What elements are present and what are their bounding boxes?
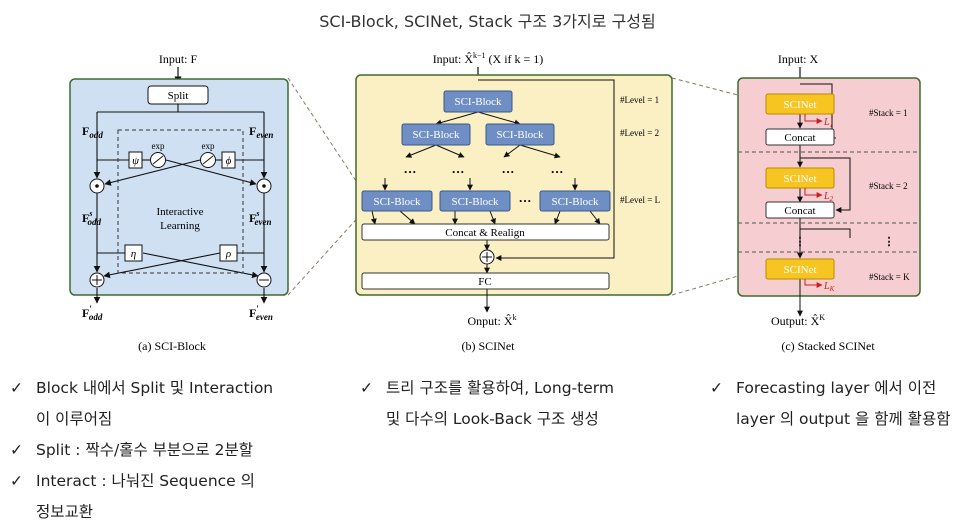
svg-text:Concat: Concat xyxy=(784,205,815,217)
ellipsis-3: ··· xyxy=(501,164,514,179)
svg-text:Concat: Concat xyxy=(784,132,815,144)
sci-block-levelL-3 xyxy=(539,190,611,212)
f-odd-out-label: F′odd xyxy=(82,304,103,322)
svg-text:Concat & Realign: Concat & Realign xyxy=(445,227,525,239)
sci-block-levelL-1 xyxy=(361,190,433,212)
stack-K-label: #Stack = K xyxy=(869,272,910,282)
phi-label: ϕ xyxy=(226,155,232,167)
eta-label: η xyxy=(131,248,136,260)
panel-scinet: Input: X̂k−1 (X if k = 1) SCI-Block xyxy=(355,51,673,353)
svg-text:SCINet: SCINet xyxy=(784,99,817,111)
check-icon: ✓ xyxy=(710,379,723,397)
eta-box xyxy=(124,244,143,262)
panel-stacked-scinet: Input: X ⋮ ⋮ SCINet Concat SCINet Concat xyxy=(737,52,921,353)
svg-text:FC: FC xyxy=(478,276,491,288)
ellipsis-1: ··· xyxy=(403,164,416,179)
svg-text:SCINet: SCINet xyxy=(784,173,817,185)
rho-box xyxy=(219,244,238,262)
panel-b-caption: (b) SCINet xyxy=(462,339,516,353)
panel-b-output-label: Onput: X̂k xyxy=(468,313,517,328)
ellipsis-4: ··· xyxy=(550,164,563,179)
sci-block-level2-left xyxy=(401,123,471,146)
note-item: ✓Split : 짝수/홀수 부분으로 2분할 xyxy=(10,435,330,466)
panel-a-background xyxy=(69,78,289,296)
level-1-label: #Level = 1 xyxy=(620,95,659,105)
loss-K: LK xyxy=(823,281,835,293)
interactive-region xyxy=(117,129,244,274)
rho-label: ρ xyxy=(225,248,231,260)
fc-box xyxy=(361,272,610,290)
check-icon: ✓ xyxy=(10,441,23,459)
check-icon: ✓ xyxy=(360,379,373,397)
panel-sci-block: Input: F Split ψ ϕ xyxy=(69,52,289,353)
svg-text:SCINet: SCINet xyxy=(784,264,817,276)
f-even-label: Feven xyxy=(249,124,273,140)
scinet-box-1 xyxy=(765,93,835,115)
zoom-connectors xyxy=(287,77,739,296)
level-2-label: #Level = 2 xyxy=(620,128,659,138)
notes-column-2: ✓트리 구조를 활용하여, Long-term 및 다수의 Look-Back … xyxy=(360,373,680,435)
sci-block-levelL-2 xyxy=(439,190,511,212)
panel-b-input-label: Input: X̂k−1 (X if k = 1) xyxy=(433,51,544,66)
ellipsis-2: ··· xyxy=(451,164,464,179)
phi-box xyxy=(221,151,236,169)
check-icon: ✓ xyxy=(10,472,23,490)
loss-2: L2 xyxy=(823,191,834,203)
ellipsis-levelL: ··· xyxy=(518,193,531,208)
svg-text:SCI-Block: SCI-Block xyxy=(451,196,499,208)
concat-box-1 xyxy=(765,128,835,146)
notes-column-3: ✓Forecasting layer 에서 이전 layer 의 output … xyxy=(710,373,972,435)
page-title: SCI-Block, SCINet, Stack 구조 3가지로 구성됨 xyxy=(319,12,656,31)
exp-label-left: exp xyxy=(152,141,165,151)
note-item: ✓Block 내에서 Split 및 Interaction xyxy=(10,373,330,404)
psi-box xyxy=(128,151,143,169)
panel-c-caption: (c) Stacked SCINet xyxy=(781,339,875,353)
learning-label: Learning xyxy=(160,220,200,232)
notes-column-1: ✓Block 내에서 Split 및 Interaction 이 이루어짐 ✓S… xyxy=(10,373,330,528)
svg-text:SCI-Block: SCI-Block xyxy=(373,196,421,208)
level-L-label: #Level = L xyxy=(620,195,660,205)
svg-text:SCI-Block: SCI-Block xyxy=(551,196,599,208)
vertical-ellipsis-right: ⋮ xyxy=(884,236,895,248)
exp-label-right: exp xyxy=(202,141,215,151)
svg-text:SCI-Block: SCI-Block xyxy=(496,129,544,141)
panel-c-input-label: Input: X xyxy=(778,52,819,66)
panel-c-output-label: Output: X̂K xyxy=(771,313,825,328)
check-icon: ✓ xyxy=(10,379,23,397)
note-item: ✓트리 구조를 활용하여, Long-term xyxy=(360,373,680,404)
split-label: Split xyxy=(168,90,189,102)
panel-a-caption: (a) SCI-Block xyxy=(138,339,206,353)
note-item: ✓Interact : 나눠진 Sequence 의 xyxy=(10,466,330,497)
svg-text:SCI-Block: SCI-Block xyxy=(454,96,502,108)
loss-1: L1 xyxy=(823,117,833,129)
panel-b-background xyxy=(355,74,673,296)
svg-text:SCI-Block: SCI-Block xyxy=(412,129,460,141)
stack-2-label: #Stack = 2 xyxy=(869,181,908,191)
vertical-ellipsis-center: ⋮ xyxy=(795,236,806,248)
scinet-box-2 xyxy=(765,167,835,189)
psi-label: ψ xyxy=(132,155,139,167)
interactive-label: Interactive xyxy=(156,206,203,218)
stack-1-label: #Stack = 1 xyxy=(869,108,908,118)
sci-block-level2-right xyxy=(485,123,555,146)
concat-realign-box xyxy=(361,223,610,241)
note-item: ✓Forecasting layer 에서 이전 xyxy=(710,373,972,404)
concat-box-2 xyxy=(765,201,835,219)
f-even-out-label: F′even xyxy=(249,304,273,322)
sci-block-level1 xyxy=(443,90,513,113)
panel-a-input-label: Input: F xyxy=(159,52,198,66)
f-odd-label: Fodd xyxy=(82,124,103,140)
scinet-box-K xyxy=(765,258,835,280)
